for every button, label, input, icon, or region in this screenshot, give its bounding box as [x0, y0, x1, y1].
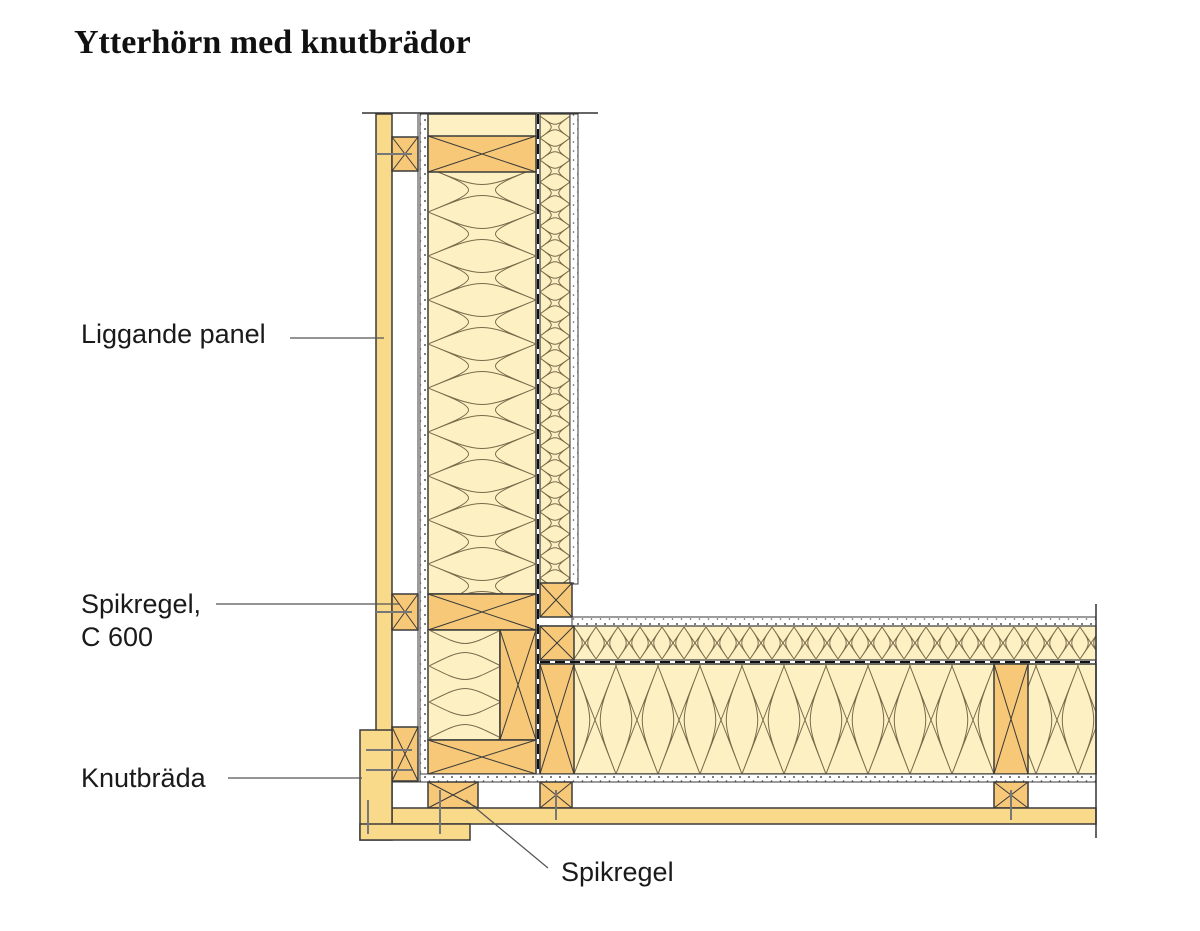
- label-spikregel: Spikregel: [561, 857, 674, 887]
- insulation-vertical-texture: [428, 171, 536, 594]
- leader-spikregel: [465, 799, 549, 869]
- corner-board-horizontal: [359, 823, 471, 841]
- label-knutbrada: Knutbräda: [81, 763, 206, 793]
- horizontal-panel-vertical-wall: [375, 113, 393, 823]
- diagram-title: Ytterhörn med knutbrädor: [74, 24, 471, 61]
- label-spikregel-c600-line2: C 600: [81, 622, 154, 652]
- wind-barrier-vertical-texture: [420, 114, 428, 780]
- label-spikregel-c600-line1: Spikregel,: [81, 589, 202, 619]
- corner-board-vertical: [359, 729, 393, 841]
- nails: [366, 153, 1012, 834]
- label-spikregel-c600: Spikregel, C 600: [81, 588, 201, 654]
- spikregel-battens-vertical: [391, 136, 419, 782]
- leader-lines: [216, 337, 549, 869]
- spikregel-battens-horizontal: [427, 781, 1029, 809]
- horizontal-panel-horizontal-wall: [391, 807, 1097, 825]
- label-liggande-panel: Liggande panel: [81, 319, 266, 349]
